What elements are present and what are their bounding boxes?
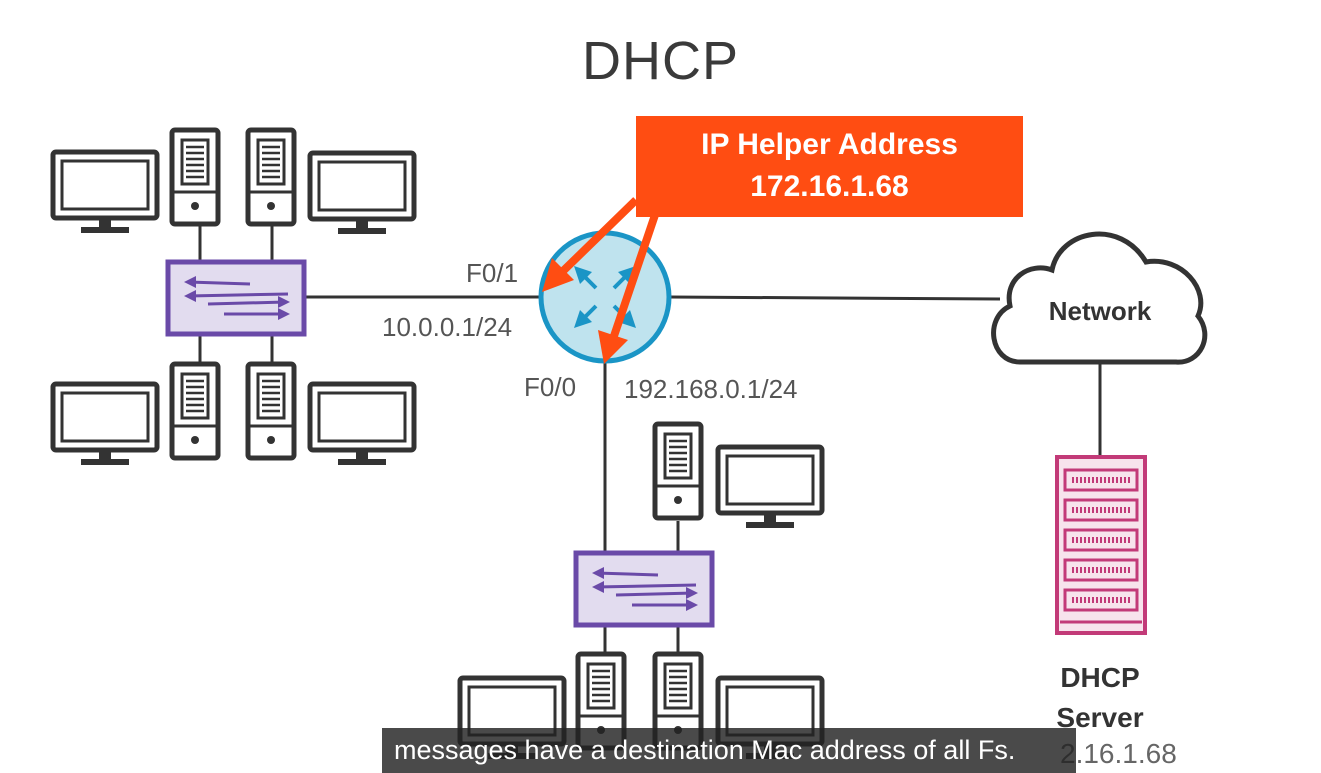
interface-f01-label: F0/1 <box>466 258 519 288</box>
dhcp-server-label-line1: DHCP <box>1060 662 1140 693</box>
dhcp-server-ip: 2.16.1.68 <box>1060 738 1177 769</box>
tower-pc-icon <box>172 130 218 224</box>
switch-icon <box>168 262 304 334</box>
dhcp-server-label-line2: Server <box>1056 702 1144 733</box>
tower-pc-icon <box>655 424 701 518</box>
switch-icon <box>576 553 712 625</box>
cloud-icon <box>991 231 1208 365</box>
monitor-icon <box>310 153 414 234</box>
helper-arrows <box>542 197 660 364</box>
links <box>198 225 1102 654</box>
monitor-icon <box>53 384 157 465</box>
dhcp-server-icon <box>1055 455 1147 635</box>
tower-pc-icon <box>248 130 294 224</box>
video-caption: messages have a destination Mac address … <box>382 728 1076 773</box>
interface-f00-ip: 192.168.0.1/24 <box>624 374 798 404</box>
interface-f01-ip: 10.0.0.1/24 <box>382 312 513 342</box>
monitor-icon <box>310 384 414 465</box>
ip-helper-address: 172.16.1.68 <box>750 170 909 203</box>
monitor-icon <box>718 447 822 528</box>
ip-helper-callout: IP Helper Address 172.16.1.68 <box>636 116 1023 217</box>
dhcp-server-label: DHCP Server <box>1030 658 1170 738</box>
link-router-cloud <box>669 295 1001 301</box>
tower-pc-icon <box>248 364 294 458</box>
ip-helper-title: IP Helper Address <box>701 128 958 161</box>
page-title: DHCP <box>581 31 739 91</box>
monitor-icon <box>53 152 157 233</box>
interface-f00-label: F0/0 <box>524 372 577 402</box>
network-cloud-label: Network <box>1048 296 1152 326</box>
tower-pc-icon <box>172 364 218 458</box>
